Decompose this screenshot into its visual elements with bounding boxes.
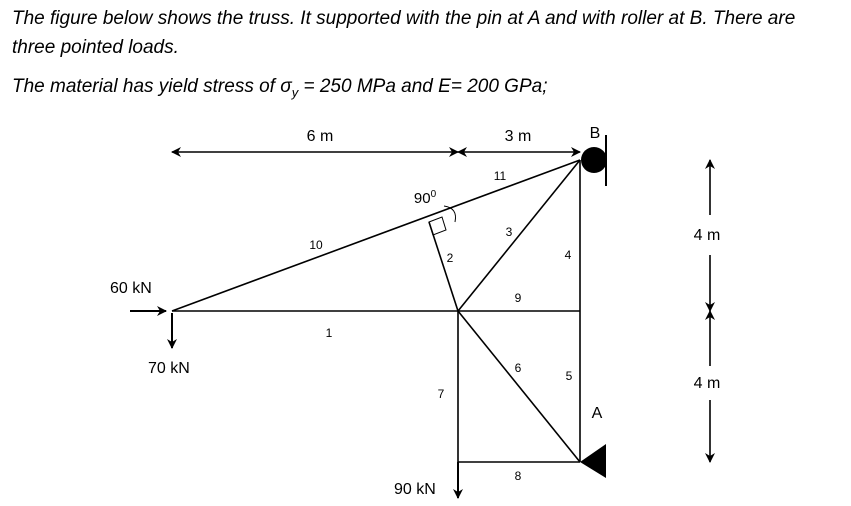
member-label-7: 7	[438, 387, 445, 401]
load-label-60kn: 60 kN	[110, 280, 152, 297]
angle-degree: 0	[431, 189, 437, 200]
member-label-3: 3	[506, 225, 513, 239]
angle-arc	[443, 205, 456, 223]
material-text-suffix: = 250 MPa and E= 200 GPa;	[298, 76, 548, 97]
dim-label-3m: 3 m	[505, 128, 532, 145]
dim-label-6m: 6 m	[307, 128, 334, 145]
yield-subscript: y	[291, 84, 299, 100]
member-3	[457, 159, 581, 312]
angle-value: 90	[414, 190, 431, 207]
member-label-2: 2	[447, 251, 454, 265]
right-angle-marker	[428, 216, 447, 236]
dim-label-4m-top: 4 m	[694, 227, 721, 244]
member-10	[171, 159, 581, 312]
roller-support	[581, 147, 607, 173]
support-label-a: A	[592, 405, 603, 422]
member-label-10: 10	[309, 238, 323, 252]
material-properties: The material has yield stress of σy = 25…	[12, 72, 842, 107]
member-label-4: 4	[565, 248, 572, 262]
member-label-11: 11	[494, 169, 507, 183]
support-label-b: B	[590, 125, 601, 142]
material-text-prefix: The material has yield stress of σ	[12, 76, 292, 97]
angle-label: 900	[414, 189, 437, 207]
member-6	[457, 310, 581, 463]
truss-members	[171, 159, 581, 463]
member-label-5: 5	[566, 369, 573, 383]
member-label-1: 1	[326, 326, 333, 340]
load-label-70kn: 70 kN	[148, 360, 190, 377]
dim-label-4m-bottom: 4 m	[694, 375, 721, 392]
pin-support	[580, 444, 606, 478]
member-label-6: 6	[515, 361, 522, 375]
problem-statement: The figure below shows the truss. It sup…	[12, 8, 796, 58]
member-2	[428, 221, 459, 312]
member-label-9: 9	[515, 291, 522, 305]
load-label-90kn: 90 kN	[394, 481, 436, 498]
member-label-8: 8	[515, 469, 522, 483]
